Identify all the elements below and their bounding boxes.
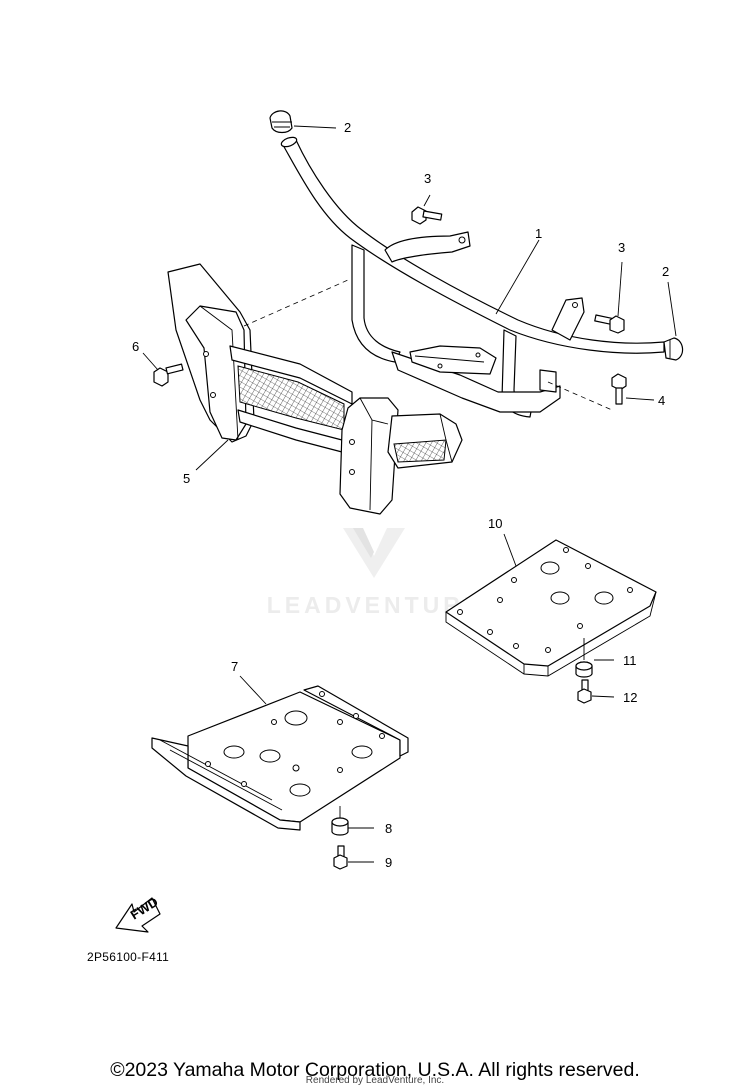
callout-8: 8 <box>385 821 392 836</box>
skid-plate-10 <box>445 539 657 677</box>
callout-2-right: 2 <box>662 264 669 279</box>
collar-8 <box>331 817 349 836</box>
bolt-9 <box>333 845 348 870</box>
alignment-line-right <box>547 381 613 411</box>
callout-12: 12 <box>623 690 637 705</box>
callout-5: 5 <box>183 471 190 486</box>
callout-3-upper: 3 <box>424 171 431 186</box>
collar-11 <box>575 661 593 678</box>
alignment-line-left <box>243 279 349 327</box>
leader-lines <box>142 125 677 863</box>
watermark-logo <box>343 528 405 583</box>
callout-4: 4 <box>658 393 665 408</box>
callout-9: 9 <box>385 855 392 870</box>
bolt-4 <box>611 373 627 405</box>
front-bumper <box>167 263 463 515</box>
rendered-by-note: Rendered by LeadVenture, Inc. <box>305 1075 445 1086</box>
bolt-3-right <box>594 314 625 334</box>
part-code-label: 2P56100-F411 <box>87 950 170 964</box>
callout-7: 7 <box>231 659 238 674</box>
end-cap-left <box>269 110 293 134</box>
callout-11: 11 <box>623 653 637 668</box>
callout-6: 6 <box>132 339 139 354</box>
callout-3-right: 3 <box>618 240 625 255</box>
skid-plate-7 <box>151 685 409 831</box>
fwd-arrow-icon: FWD <box>115 894 161 933</box>
callout-2-left: 2 <box>344 120 351 135</box>
callout-1: 1 <box>535 226 542 241</box>
end-cap-right <box>663 337 684 361</box>
callout-10: 10 <box>488 516 502 531</box>
front-guard-frame <box>280 136 665 418</box>
watermark-text: LEADVENTURE <box>266 592 484 618</box>
bolt-6 <box>153 363 184 387</box>
bolt-3-upper <box>411 206 443 225</box>
copyright-notice: ©2023 Yamaha Motor Corporation, U.S.A. A… <box>110 1059 640 1081</box>
bolt-12 <box>577 679 592 704</box>
